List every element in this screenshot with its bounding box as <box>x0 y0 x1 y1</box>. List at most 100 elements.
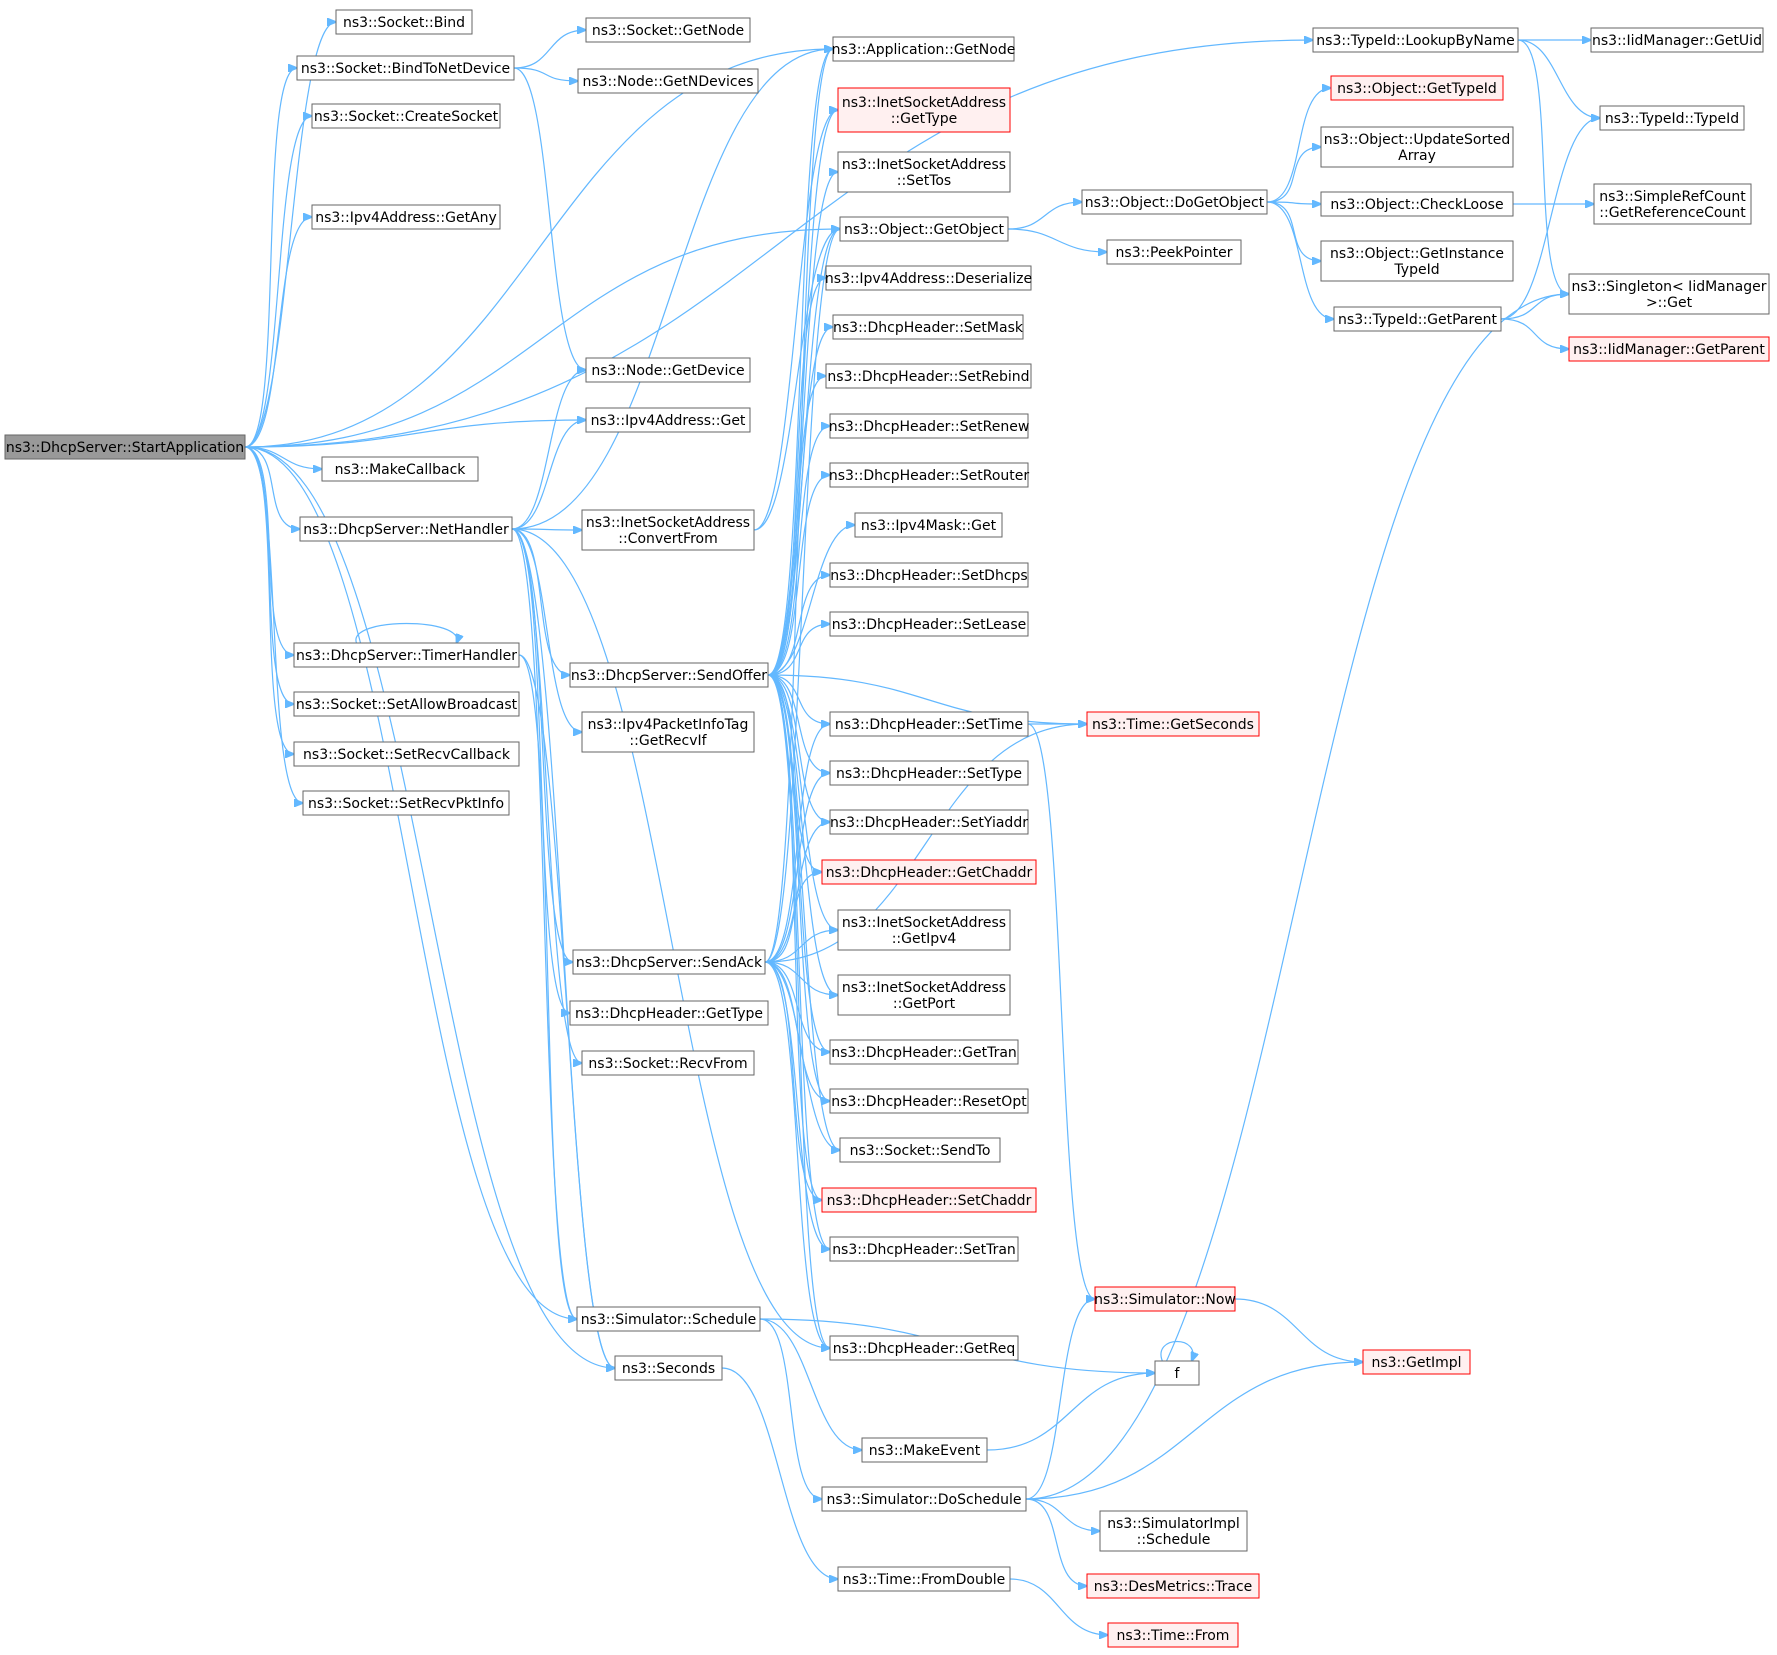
node-box-peekpointer <box>1106 239 1242 265</box>
node-box-timefrom <box>1107 1622 1239 1648</box>
node-settime[interactable]: ns3::DhcpHeader::SetTime <box>829 711 1029 737</box>
node-singletonget[interactable]: ns3::Singleton< IidManager>::Get <box>1568 273 1770 315</box>
node-f[interactable]: f <box>1154 1360 1200 1386</box>
node-refcount[interactable]: ns3::SimpleRefCount::GetReferenceCount <box>1593 183 1752 225</box>
edge-sendoffer-to-isagetipv4 <box>767 674 838 930</box>
node-ipv4get[interactable]: ns3::Ipv4Address::Get <box>585 407 751 433</box>
node-timegetseconds[interactable]: ns3::Time::GetSeconds <box>1086 711 1260 737</box>
node-box-objgetobject <box>839 216 1009 242</box>
node-isagettype[interactable]: ns3::InetSocketAddress::GetType <box>837 87 1011 133</box>
edge-sendack-to-sendto <box>764 961 840 1150</box>
node-label-fromdouble: ns3::Time::FromDouble <box>843 1572 1006 1588</box>
edge-objgetobject-to-dogetobject <box>1007 202 1082 230</box>
node-box-settime <box>829 711 1029 737</box>
node-getrecvif[interactable]: ns3::Ipv4PacketInfoTag::GetRecvIf <box>581 711 755 753</box>
node-isagetport[interactable]: ns3::InetSocketAddress::GetPort <box>837 974 1011 1016</box>
node-settype[interactable]: ns3::DhcpHeader::SetType <box>829 760 1029 786</box>
node-setrenew[interactable]: ns3::DhcpHeader::SetRenew <box>829 413 1030 439</box>
node-setmask[interactable]: ns3::DhcpHeader::SetMask <box>832 314 1024 340</box>
node-createsocket[interactable]: ns3::Socket::CreateSocket <box>311 103 501 129</box>
node-setyiaddr[interactable]: ns3::DhcpHeader::SetYiaddr <box>829 809 1029 835</box>
node-makecb[interactable]: ns3::MakeCallback <box>321 456 479 482</box>
node-timefrom[interactable]: ns3::Time::From <box>1107 1622 1239 1648</box>
node-getimpl[interactable]: ns3::GetImpl <box>1362 1349 1471 1375</box>
node-settran[interactable]: ns3::DhcpHeader::SetTran <box>829 1236 1019 1262</box>
node-ipv4deser[interactable]: ns3::Ipv4Address::Deserialize <box>825 265 1032 291</box>
node-hdrgettype[interactable]: ns3::DhcpHeader::GetType <box>569 1000 769 1026</box>
node-label-makecb: ns3::MakeCallback <box>335 462 467 478</box>
node-sendack[interactable]: ns3::DhcpServer::SendAck <box>572 949 766 975</box>
node-typeidtypeid[interactable]: ns3::TypeId::TypeId <box>1599 105 1745 131</box>
node-simnow[interactable]: ns3::Simulator::Now <box>1094 1286 1236 1312</box>
node-label-appgetnode: ns3::Application::GetNode <box>832 42 1016 58</box>
node-nethandler[interactable]: ns3::DhcpServer::NetHandler <box>299 516 513 542</box>
node-fromdouble[interactable]: ns3::Time::FromDouble <box>837 1566 1011 1592</box>
node-implschedule[interactable]: ns3::SimulatorImpl::Schedule <box>1099 1510 1248 1552</box>
node-resetopt[interactable]: ns3::DhcpHeader::ResetOpt <box>829 1088 1029 1114</box>
edge-sendoffer-to-isagetport <box>767 674 838 995</box>
node-seconds[interactable]: ns3::Seconds <box>614 1355 723 1381</box>
edge-sendoffer-to-setyiaddr <box>767 674 830 822</box>
node-startapp[interactable]: ns3::DhcpServer::StartApplication <box>4 434 246 460</box>
node-setrouter[interactable]: ns3::DhcpHeader::SetRouter <box>829 462 1030 488</box>
node-nodegetdev[interactable]: ns3::Node::GetDevice <box>585 357 751 383</box>
edge-startapp-to-createsocket <box>244 116 312 448</box>
edge-f-to-f <box>1160 1341 1193 1362</box>
node-convertfrom[interactable]: ns3::InetSocketAddress::ConvertFrom <box>581 509 755 551</box>
node-setallowbc[interactable]: ns3::Socket::SetAllowBroadcast <box>293 691 520 717</box>
node-peekpointer[interactable]: ns3::PeekPointer <box>1106 239 1242 265</box>
node-recvfrom[interactable]: ns3::Socket::RecvFrom <box>581 1050 755 1076</box>
node-sendto[interactable]: ns3::Socket::SendTo <box>839 1137 1001 1163</box>
node-gettran[interactable]: ns3::DhcpHeader::GetTran <box>829 1039 1019 1065</box>
node-maskget[interactable]: ns3::Ipv4Mask::Get <box>854 512 1003 538</box>
node-sockgetnode[interactable]: ns3::Socket::GetNode <box>585 17 751 43</box>
node-iidgetuid[interactable]: ns3::IidManager::GetUid <box>1590 27 1764 53</box>
node-label-setrouter: ns3::DhcpHeader::SetRouter <box>829 468 1030 484</box>
node-box-maskget <box>854 512 1003 538</box>
node-label-singletonget: ns3::Singleton< IidManager <box>1572 279 1767 295</box>
edge-startapp-to-lookupbyname <box>244 40 1313 448</box>
node-iidgetparent[interactable]: ns3::IidManager::GetParent <box>1568 336 1770 362</box>
node-bindtonet[interactable]: ns3::Socket::BindToNetDevice <box>296 55 515 81</box>
node-ipv4getany[interactable]: ns3::Ipv4Address::GetAny <box>311 204 501 230</box>
node-isagetipv4[interactable]: ns3::InetSocketAddress::GetIpv4 <box>837 909 1011 951</box>
node-bind[interactable]: ns3::Socket::Bind <box>335 9 473 35</box>
node-dogetobject[interactable]: ns3::Object::DoGetObject <box>1081 189 1268 215</box>
node-setrecvpkt[interactable]: ns3::Socket::SetRecvPktInfo <box>302 790 510 816</box>
node-makeevent[interactable]: ns3::MakeEvent <box>861 1437 988 1463</box>
node-schedule[interactable]: ns3::Simulator::Schedule <box>576 1306 761 1332</box>
node-setchaddr[interactable]: ns3::DhcpHeader::SetChaddr <box>821 1187 1037 1213</box>
node-label-checkloose: ns3::Object::CheckLoose <box>1330 197 1503 213</box>
node-label-doschedule: ns3::Simulator::DoSchedule <box>827 1492 1022 1508</box>
edge-doschedule-to-getimpl <box>1025 1362 1363 1500</box>
node-sendoffer[interactable]: ns3::DhcpServer::SendOffer <box>569 662 769 688</box>
node-timerhandler[interactable]: ns3::DhcpServer::TimerHandler <box>293 642 520 668</box>
node-checkloose[interactable]: ns3::Object::CheckLoose <box>1320 191 1514 217</box>
node-isasettos[interactable]: ns3::InetSocketAddress::SetTos <box>837 151 1011 193</box>
edge-fromdouble-to-timefrom <box>1009 1578 1108 1635</box>
node-nodegetndev[interactable]: ns3::Node::GetNDevices <box>577 68 759 94</box>
node-objgetobject[interactable]: ns3::Object::GetObject <box>839 216 1009 242</box>
node-box-getchaddr <box>821 859 1037 885</box>
node-getreq[interactable]: ns3::DhcpHeader::GetReq <box>829 1335 1019 1361</box>
node-setrebind[interactable]: ns3::DhcpHeader::SetRebind <box>825 363 1032 389</box>
edge-doschedule-to-implschedule <box>1025 1498 1100 1531</box>
node-label-setrebind: ns3::DhcpHeader::SetRebind <box>827 369 1029 385</box>
node-doschedule[interactable]: ns3::Simulator::DoSchedule <box>821 1486 1027 1512</box>
node-lookupbyname[interactable]: ns3::TypeId::LookupByName <box>1312 27 1519 53</box>
node-setlease[interactable]: ns3::DhcpHeader::SetLease <box>829 611 1029 637</box>
node-objgettypeid[interactable]: ns3::Object::GetTypeId <box>1330 75 1504 101</box>
node-setdhcps[interactable]: ns3::DhcpHeader::SetDhcps <box>829 562 1029 588</box>
node-box-setrecvcb <box>293 741 520 767</box>
node-appgetnode[interactable]: ns3::Application::GetNode <box>832 36 1016 62</box>
node-label-ipv4deser: ns3::Ipv4Address::Deserialize <box>825 271 1032 287</box>
node-destrace[interactable]: ns3::DesMetrics::Trace <box>1086 1573 1260 1599</box>
edge-timerhandler-to-timerhandler <box>355 622 457 644</box>
node-label-isagettype: ::GetType <box>891 111 958 127</box>
node-getchaddr[interactable]: ns3::DhcpHeader::GetChaddr <box>821 859 1037 885</box>
node-setrecvcb[interactable]: ns3::Socket::SetRecvCallback <box>293 741 520 767</box>
node-box-recvfrom <box>581 1050 755 1076</box>
node-getparent[interactable]: ns3::TypeId::GetParent <box>1333 306 1502 332</box>
